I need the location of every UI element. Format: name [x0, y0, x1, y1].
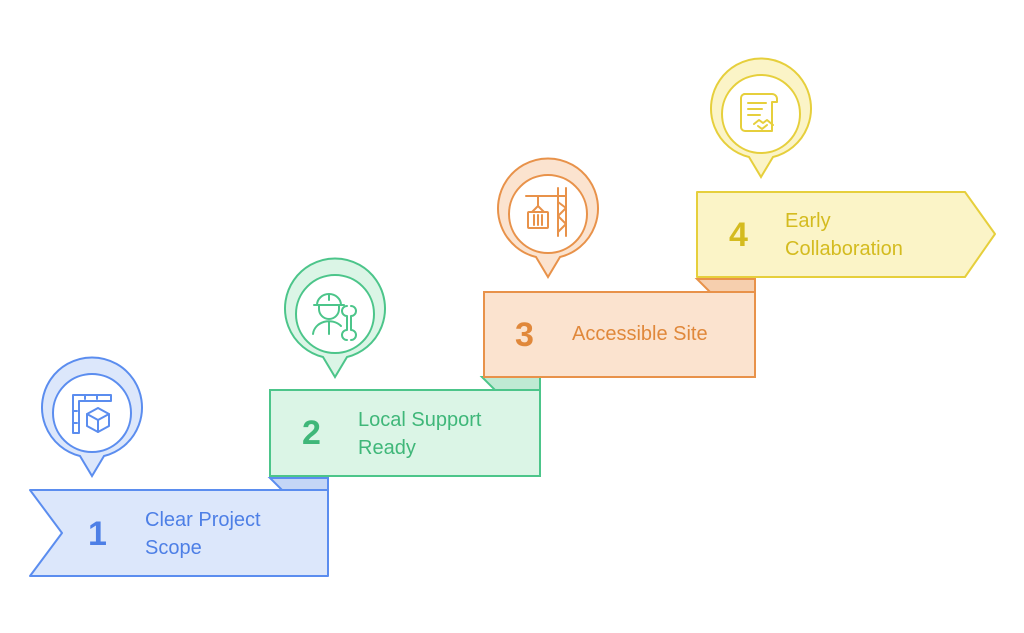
- step-2: [269, 257, 541, 477]
- step-1-label: Clear Project Scope: [145, 509, 261, 559]
- step-1-marker: [41, 356, 143, 478]
- step-2-banner: [269, 389, 541, 477]
- step-2-fold: [479, 376, 541, 392]
- step-3-marker: [497, 157, 599, 279]
- step-3-label: Accessible Site: [572, 323, 708, 345]
- step-1: [29, 356, 329, 577]
- step-4-marker: [710, 57, 812, 179]
- worker-wrench-icon: [312, 293, 357, 341]
- step-2-label: Local Support Ready: [358, 409, 482, 459]
- step-1-banner: [29, 489, 329, 577]
- step-3-fold: [694, 278, 756, 294]
- step-4: [696, 57, 996, 278]
- crane-container-icon: [525, 187, 567, 237]
- step-3: [483, 157, 756, 378]
- step-4-banner: [696, 191, 996, 278]
- step-3-number: 3: [515, 316, 534, 354]
- step-4-number: 4: [729, 216, 748, 254]
- step-2-marker: [284, 257, 386, 379]
- step-1-number: 1: [88, 515, 107, 553]
- contract-handshake-icon: [740, 93, 778, 132]
- step-4-label: Early Collaboration: [785, 210, 903, 260]
- blueprint-box-icon: [72, 394, 112, 434]
- step-3-banner: [483, 291, 756, 378]
- step-2-number: 2: [302, 414, 321, 452]
